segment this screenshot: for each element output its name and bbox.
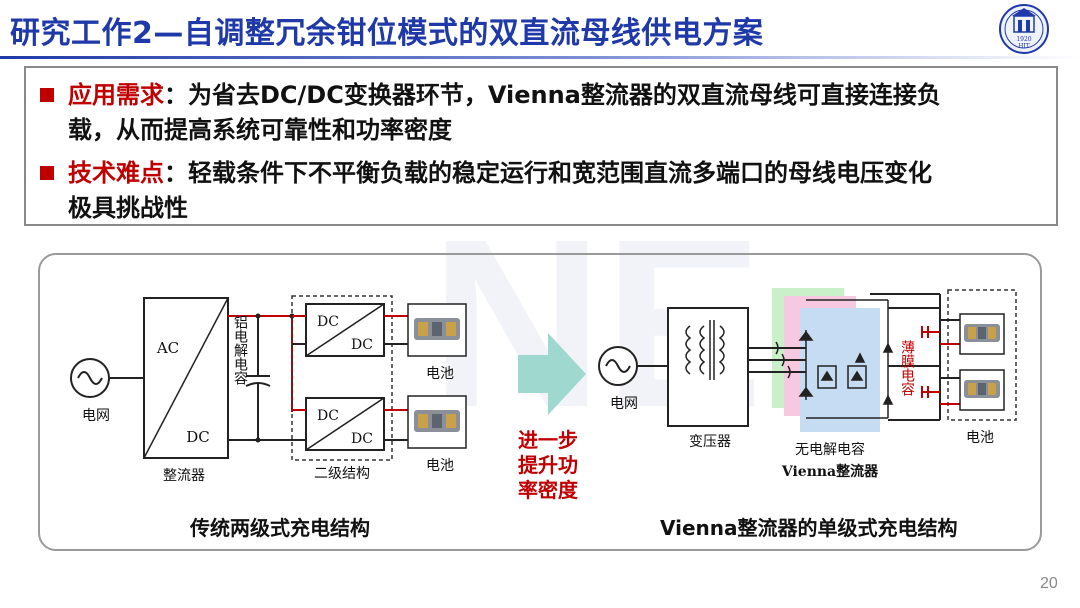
battery-label-right: 电池	[966, 430, 994, 446]
diagram-frame	[38, 253, 1042, 551]
dcdc-converter-2: DC DC	[305, 397, 385, 451]
arrow-text-line: 进一步	[518, 428, 578, 452]
bullet-keyword: 应用需求	[68, 81, 164, 109]
logo-year: 1920	[1016, 36, 1031, 43]
grid-label-left: 电网	[82, 408, 110, 424]
vienna-label: Vienna整流器	[781, 463, 879, 480]
arrow-text-line: 提升功	[518, 453, 578, 477]
improvement-arrow-icon	[518, 333, 586, 415]
dc2-out: DC	[351, 431, 373, 447]
transformer-label: 变压器	[689, 434, 731, 450]
second-stage-frame	[291, 295, 393, 461]
battery-label-2: 电池	[426, 458, 454, 474]
electrolytic-capacitor	[245, 316, 271, 440]
capacitor-label: 铝电解电容	[232, 315, 248, 385]
rectifier-block: AC DC 整流器	[143, 297, 229, 484]
rectifier-dc: DC	[186, 428, 210, 446]
arrow-text-line: 率密度	[518, 478, 578, 502]
rectifier-label: 整流器	[163, 468, 205, 484]
improvement-text: 进一步 提升功 率密度	[508, 428, 588, 503]
second-stage-label: 二级结构	[314, 466, 370, 482]
battery-icon	[959, 313, 1005, 355]
dc1-out: DC	[351, 337, 373, 353]
bullet-text-line: ：轻载条件下不平衡负载的稳定运行和宽范围直流多端口的母线电压变化	[164, 159, 932, 187]
dc2-in: DC	[317, 408, 339, 424]
dc1-in: DC	[317, 314, 339, 330]
page-number: 20	[1040, 575, 1058, 592]
phase-panel-blue	[800, 308, 880, 432]
bullet-keyword: 技术难点	[68, 159, 164, 187]
university-logo: 1920 HIT	[999, 4, 1049, 54]
battery-icon	[959, 369, 1005, 411]
bullet-square-icon	[40, 88, 54, 102]
grid-source-right: 电网	[598, 346, 638, 412]
film-capacitors	[921, 326, 940, 398]
film-cap-label: 薄膜电容	[899, 340, 915, 396]
rectifier-ac: AC	[156, 339, 179, 357]
grid-label-right: 电网	[610, 396, 638, 412]
requirements-box: 应用需求：为省去DC/DC变换器环节，Vienna整流器的双直流母线可直接连接负…	[24, 66, 1058, 226]
battery-icon	[407, 395, 467, 449]
slide-title: 研究工作2—自调整冗余钳位模式的双直流母线供电方案	[10, 16, 764, 51]
no-cap-label: 无电解电容	[795, 441, 865, 458]
dcdc-converter-1: DC DC	[305, 303, 385, 357]
logo-abbrev: HIT	[1018, 43, 1030, 50]
bullet-text-line: 极具挑战性	[68, 194, 188, 222]
left-caption: 传统两级式充电结构	[190, 516, 370, 540]
vienna-switches	[798, 299, 894, 419]
bullet-text-line: 载，从而提高系统可靠性和功率密度	[68, 116, 452, 144]
bullet-square-icon	[40, 166, 54, 180]
bullet-difficulty: 技术难点：轻载条件下不平衡负载的稳定运行和宽范围直流多端口的母线电压变化 极具挑…	[40, 156, 1040, 226]
battery-icon	[407, 303, 467, 357]
battery-frame-right	[947, 289, 1017, 421]
battery-label-1: 电池	[426, 366, 454, 382]
right-caption: Vienna整流器的单级式充电结构	[660, 516, 958, 540]
grid-source-left: 电网	[70, 358, 110, 424]
bullet-application: 应用需求：为省去DC/DC变换器环节，Vienna整流器的双直流母线可直接连接负…	[40, 78, 1040, 148]
bullet-text-line: ：为省去DC/DC变换器环节，Vienna整流器的双直流母线可直接连接负	[164, 81, 941, 109]
title-underline	[0, 56, 1080, 59]
transformer-block: 变压器	[667, 307, 749, 450]
